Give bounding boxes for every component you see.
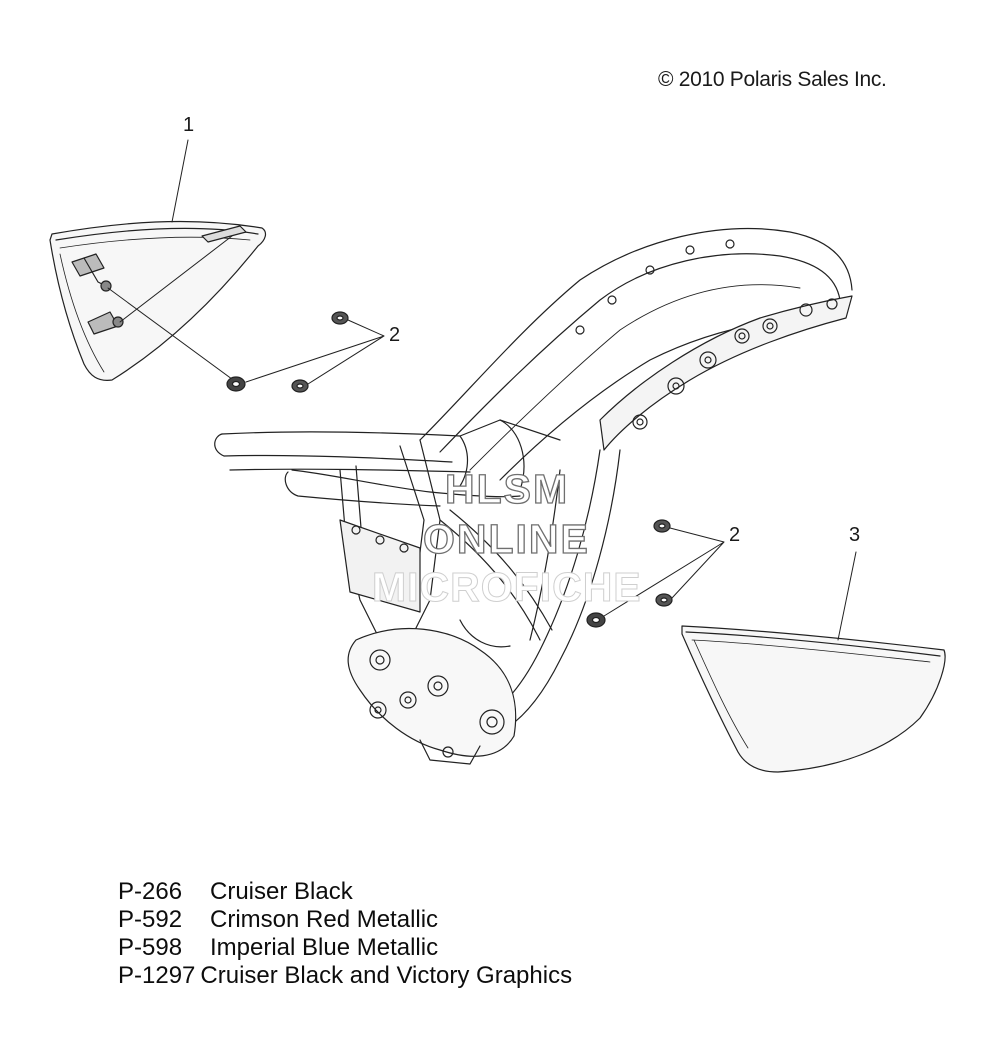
callout-3: 3 — [849, 524, 861, 546]
legend-row: P-598 Imperial Blue Metallic — [118, 934, 572, 962]
legend-description: Cruiser Black — [210, 878, 353, 905]
legend-description: Crimson Red Metallic — [210, 906, 439, 933]
callout-2-upper: 2 — [389, 324, 401, 346]
legend-code: P-592 — [118, 906, 183, 933]
legend-description: Imperial Blue Metallic — [210, 934, 439, 961]
legend-code: P-266 — [118, 878, 183, 905]
grommet-group-upper — [226, 311, 385, 393]
leader-1 — [171, 139, 189, 223]
grommet-group-lower — [586, 519, 725, 628]
watermark-line-2: ONLINE — [422, 515, 590, 562]
legend-row: P-1297 Cruiser Black and Victory Graphic… — [118, 962, 572, 990]
color-legend: P-266 Cruiser Black P-592 Crimson Red Me… — [118, 878, 572, 990]
leader-3 — [837, 551, 857, 641]
callout-1: 1 — [183, 114, 195, 136]
copyright-notice: © 2010 Polaris Sales Inc. — [658, 68, 887, 91]
watermark-line-3: MICROFICHE — [372, 564, 642, 611]
motorcycle-frame — [214, 227, 853, 765]
legend-row: P-592 Crimson Red Metallic — [118, 906, 572, 934]
callout-2-lower: 2 — [729, 524, 741, 546]
legend-code: P-1297 — [118, 962, 196, 989]
side-cover-right — [681, 625, 946, 773]
legend-row: P-266 Cruiser Black — [118, 878, 572, 906]
side-cover-left — [49, 220, 267, 381]
watermark-line-1: HLSM — [444, 465, 570, 512]
legend-code: P-598 — [118, 934, 183, 961]
legend-description: Cruiser Black and Victory Graphics — [200, 962, 573, 989]
